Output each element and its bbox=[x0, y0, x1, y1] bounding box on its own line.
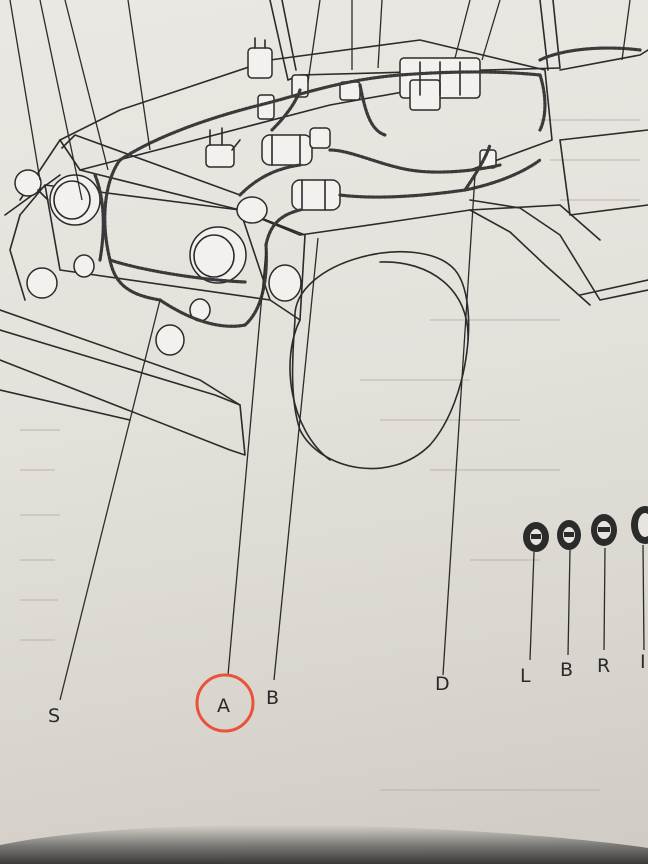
leader-a bbox=[227, 249, 267, 676]
parking-lamps bbox=[26, 196, 302, 356]
grommet-label-b: B bbox=[560, 659, 573, 681]
leader-lines bbox=[9, 0, 645, 701]
engine-components bbox=[205, 37, 497, 211]
grommet-b bbox=[557, 520, 581, 550]
grommets bbox=[523, 506, 648, 552]
callout-a: A bbox=[217, 695, 230, 717]
callout-b: B bbox=[266, 687, 279, 709]
leader-d bbox=[442, 174, 476, 676]
front-wheel bbox=[289, 250, 470, 470]
grommet-label-r: R bbox=[597, 655, 610, 677]
headlamp-right bbox=[189, 226, 247, 284]
wiring-harness bbox=[93, 46, 642, 328]
grommet-partial bbox=[631, 506, 648, 544]
leader-s bbox=[59, 299, 161, 701]
grommet-r bbox=[591, 514, 617, 546]
highlight-circle bbox=[195, 673, 255, 733]
bleed-through-text bbox=[20, 119, 640, 791]
grommet-label-partial: I bbox=[640, 651, 646, 673]
leader-b bbox=[273, 237, 319, 681]
callout-labels: S A B D L B R I bbox=[48, 651, 646, 727]
callout-d: D bbox=[435, 673, 450, 695]
horn bbox=[14, 169, 49, 201]
photo-shadow bbox=[0, 824, 648, 864]
headlamp-left bbox=[49, 174, 101, 226]
front-bumper bbox=[0, 309, 246, 456]
callout-s: S bbox=[48, 705, 60, 727]
grommet-l bbox=[523, 522, 549, 552]
grommet-label-l: L bbox=[520, 665, 531, 687]
